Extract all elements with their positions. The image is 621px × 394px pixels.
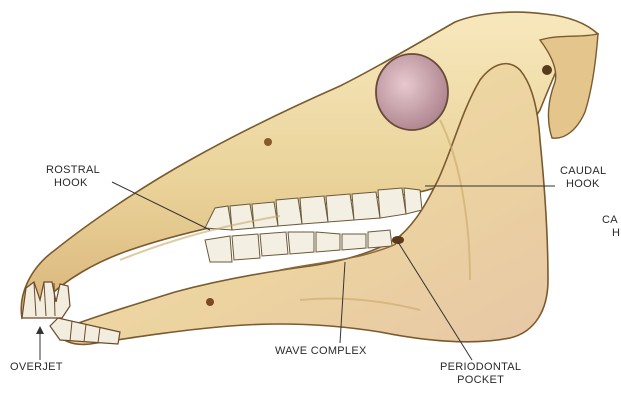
caudal-hook-label-line1: CAUDAL	[560, 165, 606, 178]
periodontal-pocket-label: PERIODONTAL POCKET	[440, 361, 521, 387]
caudal-hook-clipped-label: CA H	[602, 214, 620, 240]
overjet-label: OVERJET	[10, 361, 63, 374]
ear-canal-mark	[542, 65, 552, 75]
rostral-hook-label-line2: HOOK	[46, 177, 100, 190]
caudal-hook-clipped-line1: CA	[602, 214, 620, 227]
wave-complex-label: WAVE COMPLEX	[275, 345, 367, 358]
caudal-hook-label: CAUDAL HOOK	[560, 165, 606, 191]
caudal-hook-clipped-line2: H	[602, 227, 620, 240]
rostral-hook-label-line1: ROSTRAL	[46, 164, 100, 177]
eye-socket	[376, 54, 448, 130]
foramen-mark	[264, 138, 272, 146]
overjet-arrow	[36, 326, 44, 334]
periodontal-pocket-label-line2: POCKET	[440, 374, 521, 387]
mental-foramen-mark	[206, 298, 214, 306]
caudal-hook-label-line2: HOOK	[560, 178, 606, 191]
periodontal-pocket-label-line1: PERIODONTAL	[440, 361, 521, 374]
rostral-hook-label: ROSTRAL HOOK	[46, 164, 100, 190]
